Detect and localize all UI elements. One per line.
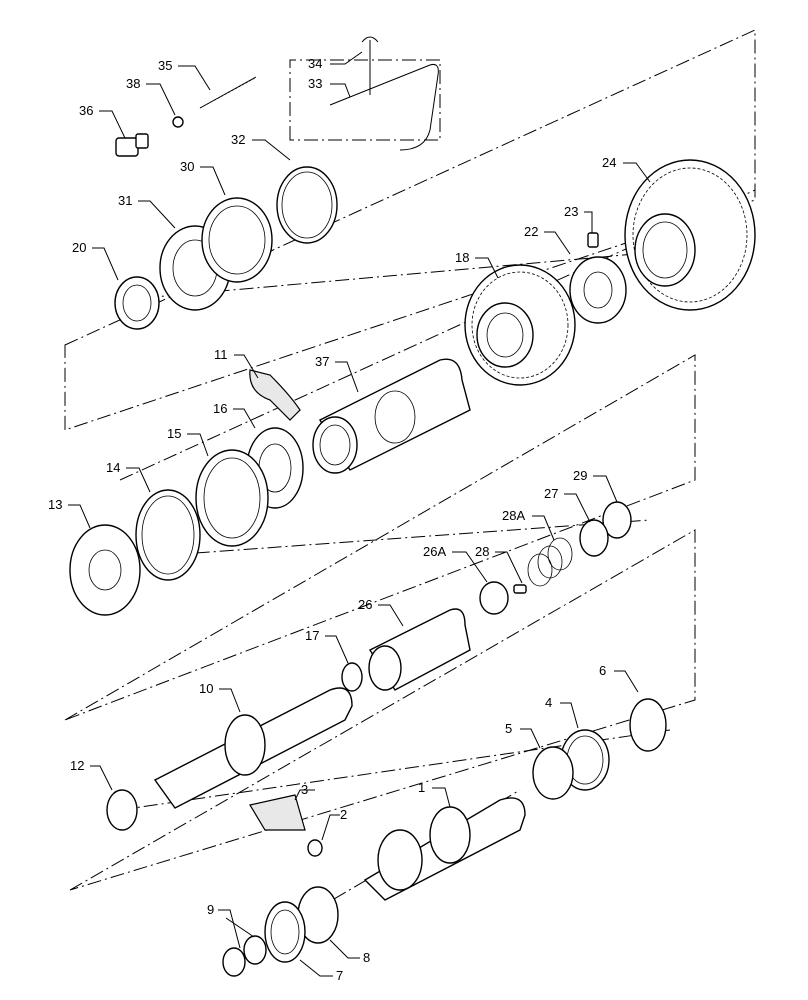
shaft-10 xyxy=(153,687,353,809)
callout-10: 10 xyxy=(199,681,213,696)
washer-38 xyxy=(172,116,184,128)
callout-28: 28 xyxy=(475,544,489,559)
callout-32: 32 xyxy=(231,132,245,147)
callout-35: 35 xyxy=(158,58,172,73)
gear-24 xyxy=(624,159,756,311)
callout-5: 5 xyxy=(505,721,512,736)
callout-13: 13 xyxy=(48,497,62,512)
lower-row xyxy=(106,687,667,977)
callout-15: 15 xyxy=(167,426,181,441)
tool-11 xyxy=(249,369,301,421)
callout-26A: 26A xyxy=(423,544,446,559)
callout-14: 14 xyxy=(106,460,120,475)
hub-22 xyxy=(569,256,627,324)
washer-13 xyxy=(69,524,141,616)
bearing-cup-30 xyxy=(201,197,273,283)
snap-ring-6 xyxy=(629,698,667,752)
callout-17: 17 xyxy=(305,628,319,643)
shaft-37 xyxy=(312,358,471,474)
callout-36: 36 xyxy=(79,103,93,118)
callout-9: 9 xyxy=(207,902,214,917)
callout-16: 16 xyxy=(213,401,227,416)
spring-35 xyxy=(199,76,257,109)
callout-3: 3 xyxy=(301,782,308,797)
callout-20: 20 xyxy=(72,240,86,255)
callout-1: 1 xyxy=(418,780,425,795)
callout-31: 31 xyxy=(118,193,132,208)
callout-11: 11 xyxy=(214,347,228,362)
upper-row xyxy=(114,159,756,386)
pin-34 xyxy=(361,36,379,95)
callout-29: 29 xyxy=(573,468,587,483)
callout-labels: 35 34 33 38 36 32 30 31 24 23 22 20 18 1… xyxy=(48,56,616,983)
callout-12: 12 xyxy=(70,758,84,773)
leader-lines xyxy=(68,51,651,977)
callout-30: 30 xyxy=(180,159,194,174)
callout-24: 24 xyxy=(602,155,616,170)
bearing-cone-5 xyxy=(532,746,574,800)
nut-2 xyxy=(307,839,323,857)
callout-4: 4 xyxy=(545,695,552,710)
callout-7: 7 xyxy=(336,968,343,983)
callout-33: 33 xyxy=(308,76,322,91)
callout-37: 37 xyxy=(315,354,329,369)
lower-middle-row xyxy=(341,501,632,692)
shaft-1 xyxy=(363,797,526,901)
callout-23: 23 xyxy=(564,204,578,219)
callout-27: 27 xyxy=(544,486,558,501)
shim-9a xyxy=(243,935,267,965)
o-ring-17 xyxy=(341,662,363,692)
shim-9b xyxy=(222,947,246,977)
callout-28A: 28A xyxy=(502,508,525,523)
plunger-26A xyxy=(479,581,509,615)
ring-20 xyxy=(114,276,160,330)
callout-6: 6 xyxy=(599,663,606,678)
pin-28 xyxy=(513,584,527,594)
gear-18 xyxy=(464,264,576,386)
assembly-boundaries xyxy=(64,29,756,891)
middle-row xyxy=(69,358,471,616)
shaft-26 xyxy=(368,608,471,691)
rod-33 xyxy=(329,64,439,151)
top-group xyxy=(115,36,439,157)
callout-22: 22 xyxy=(524,224,538,239)
ring-27 xyxy=(579,519,609,557)
snap-ring-32 xyxy=(276,166,338,244)
bearing-cup-15 xyxy=(195,449,269,547)
callout-2: 2 xyxy=(340,807,347,822)
callout-8: 8 xyxy=(363,950,370,965)
tool-3 xyxy=(249,794,306,831)
callout-18: 18 xyxy=(455,250,469,265)
callout-34: 34 xyxy=(308,56,322,71)
ring-12 xyxy=(106,789,138,831)
pin-23 xyxy=(587,232,599,248)
callout-38: 38 xyxy=(126,76,140,91)
callout-26: 26 xyxy=(358,597,372,612)
plug-36 xyxy=(115,133,149,157)
snap-ring-14 xyxy=(135,489,201,581)
spring-28A xyxy=(527,537,573,587)
